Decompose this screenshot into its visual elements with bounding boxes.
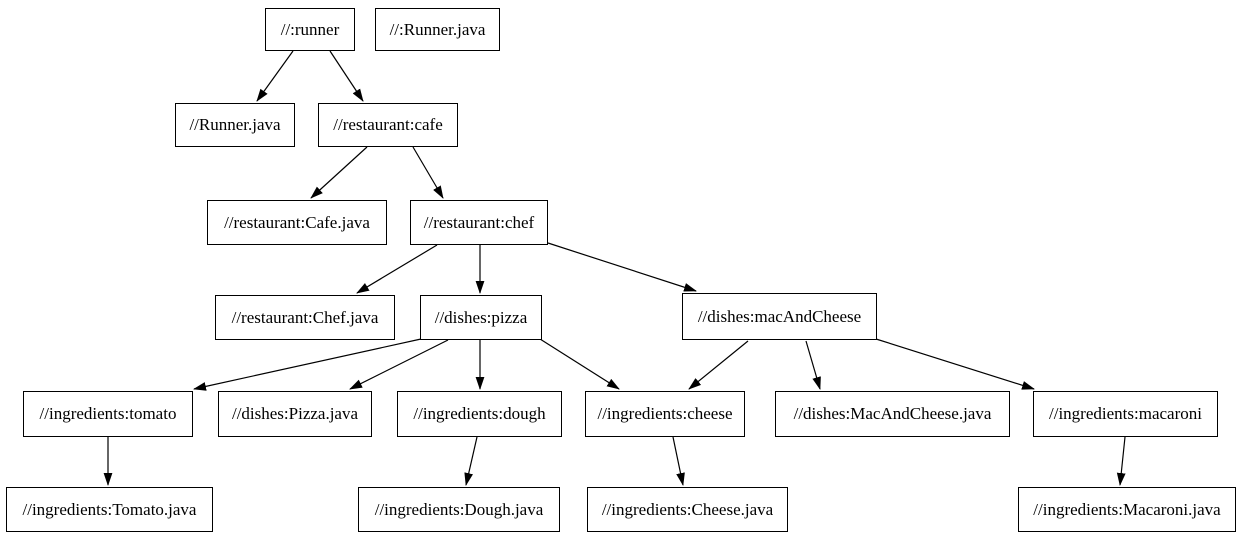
node-label: //ingredients:Cheese.java [601, 499, 774, 519]
dependency-edge-chef-to-mac-and-cheese [547, 242, 697, 292]
node-label: //:Runner.java [389, 19, 486, 39]
dependency-edge-mac-and-cheese-to-macaroni [875, 338, 1035, 390]
graph-node-dough-java: //ingredients:Dough.java [358, 487, 560, 532]
graph-node-cafe: //restaurant:cafe [318, 103, 458, 147]
node-label: //restaurant:cafe [333, 115, 443, 134]
node-label: //dishes:Pizza.java [231, 404, 359, 423]
dependency-edge-cheese-to-cheese-java [672, 436, 685, 486]
dependency-edge-mac-and-cheese-to-cheese [688, 340, 749, 390]
dependency-edge-pizza-to-pizza-java [349, 339, 449, 390]
graph-node-macaroni: //ingredients:macaroni [1033, 391, 1218, 437]
graph-node-tomato: //ingredients:tomato [23, 391, 193, 437]
graph-node-runner-java-root: //:Runner.java [375, 8, 500, 51]
graph-node-dough: //ingredients:dough [397, 391, 562, 437]
node-label: //restaurant:chef [423, 212, 535, 232]
dependency-edge-dough-to-dough-java [464, 436, 478, 486]
graph-node-mac-and-cheese-java: //dishes:MacAndCheese.java [775, 391, 1010, 437]
dependency-edge-cafe-to-chef [412, 146, 444, 199]
node-label: //ingredients:Dough.java [374, 499, 544, 519]
graph-node-runner-java: //Runner.java [175, 103, 295, 147]
graph-node-mac-and-cheese: //dishes:macAndCheese [682, 293, 877, 340]
node-label: //:runner [280, 19, 340, 39]
node-label: //ingredients:Macaroni.java [1033, 499, 1221, 519]
node-label: //dishes:pizza [434, 307, 528, 327]
dependency-edge-runner-to-cafe [329, 50, 364, 102]
node-label: //dishes:macAndCheese [697, 306, 862, 326]
node-label: //ingredients:dough [413, 404, 546, 423]
graph-node-cheese-java: //ingredients:Cheese.java [587, 487, 788, 532]
dependency-edge-macaroni-to-macaroni-java [1116, 436, 1126, 486]
graph-node-cheese: //ingredients:cheese [585, 391, 745, 437]
node-label: //restaurant:Cafe.java [224, 212, 370, 232]
graph-node-pizza: //dishes:pizza [420, 295, 542, 340]
node-label: //ingredients:macaroni [1049, 404, 1202, 423]
dependency-edge-runner-to-runner-java [256, 50, 294, 102]
node-label: //ingredients:cheese [597, 404, 733, 423]
graph-node-tomato-java: //ingredients:Tomato.java [6, 487, 213, 532]
node-label: //restaurant:Chef.java [231, 307, 379, 327]
dependency-edge-pizza-to-tomato [193, 338, 422, 391]
graph-node-runner: //:runner [265, 8, 355, 51]
node-label: //Runner.java [189, 115, 281, 134]
node-label: //dishes:MacAndCheese.java [793, 404, 992, 423]
graph-node-chef-java: //restaurant:Chef.java [215, 295, 395, 340]
node-label: //ingredients:tomato [39, 404, 177, 423]
graph-node-chef: //restaurant:chef [410, 200, 548, 245]
graph-node-cafe-java: //restaurant:Cafe.java [207, 200, 387, 245]
graph-node-macaroni-java: //ingredients:Macaroni.java [1018, 487, 1236, 532]
node-label: //ingredients:Tomato.java [22, 499, 197, 519]
dependency-edge-chef-to-chef-java [356, 244, 438, 294]
dependency-edge-pizza-to-cheese [539, 338, 620, 390]
graph-node-pizza-java: //dishes:Pizza.java [218, 391, 372, 437]
dependency-edge-cafe-to-cafe-java [310, 146, 368, 199]
dependency-edge-mac-and-cheese-to-mac-and-cheese-java [805, 340, 821, 390]
